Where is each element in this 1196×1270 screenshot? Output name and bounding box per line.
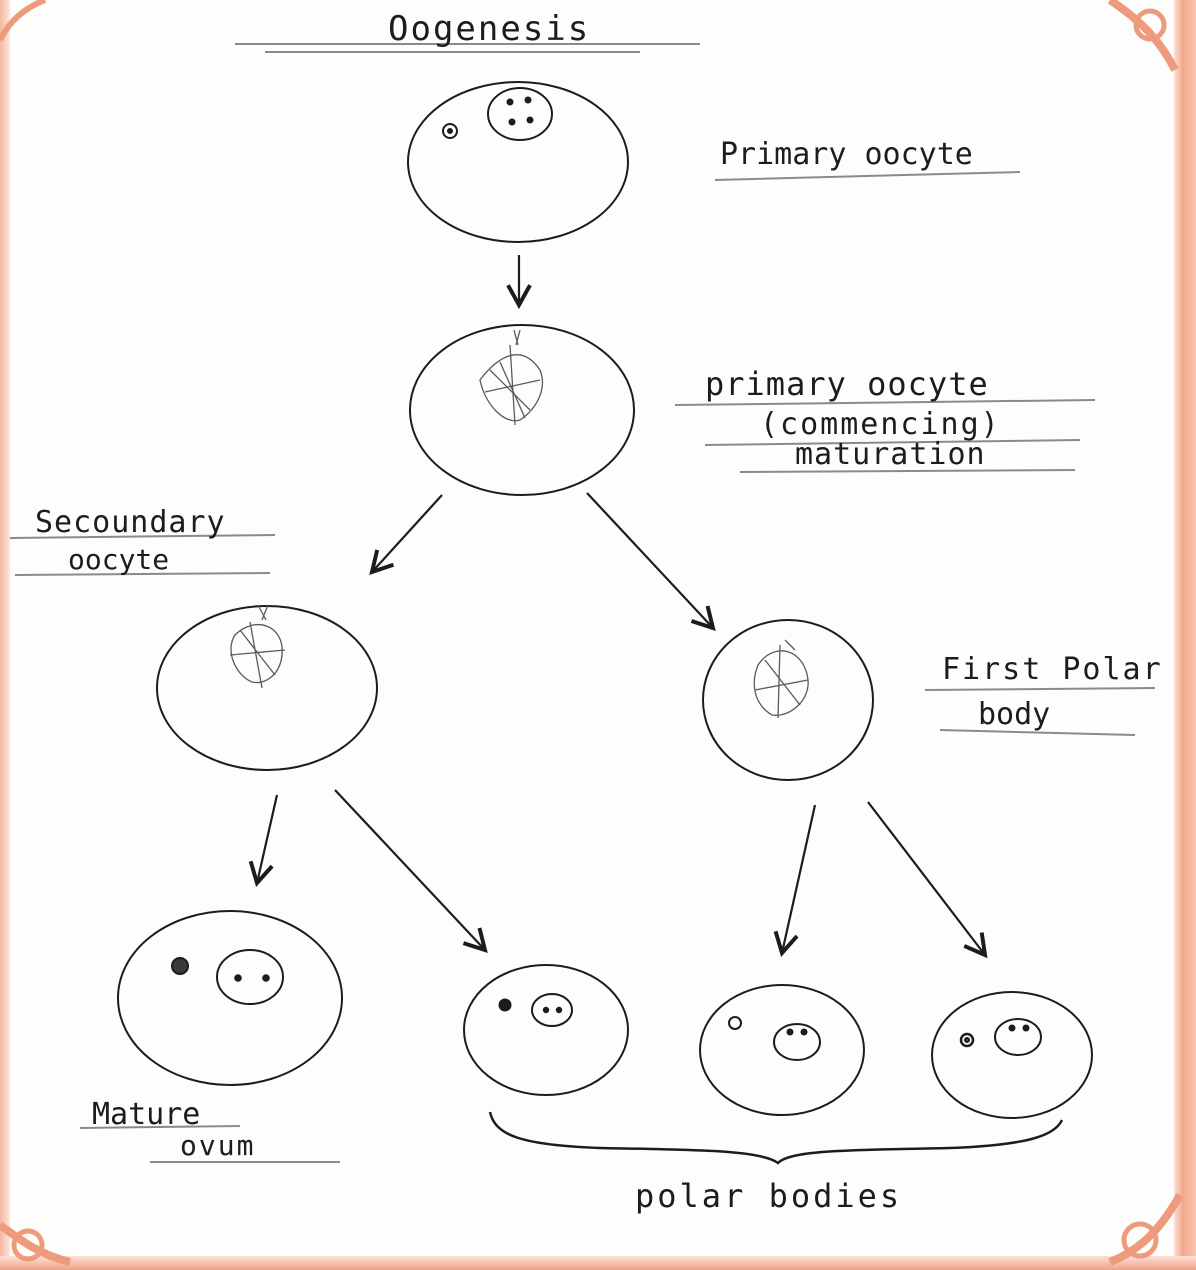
arrow-to-polar-body-2	[773, 804, 817, 957]
mature-ovum-underlines	[79, 1125, 340, 1163]
first-polar-body-underlines	[924, 687, 1156, 736]
primary-oocyte-cell	[407, 81, 629, 243]
corner-ornament-bottom-left	[0, 1221, 71, 1266]
polar-body-1	[463, 964, 629, 1096]
label-first-polar-body-line-2: body	[978, 697, 1051, 732]
secondary-oocyte-underlines	[9, 534, 276, 576]
label-mature-ovum-line-2: ovum	[180, 1129, 256, 1162]
secondary-oocyte-cell	[156, 605, 378, 771]
label-mature-ovum-line-1: Mature	[92, 1097, 201, 1132]
label-primary-oocyte: Primary oocyte	[720, 137, 973, 172]
arrow-to-secondary-oocyte	[369, 494, 443, 576]
arrow-to-first-polar-body	[586, 492, 716, 631]
maturing-oocyte-spindle	[479, 329, 544, 426]
corner-ornament-bottom-right	[1108, 1193, 1184, 1266]
maturing-oocyte-cell	[409, 324, 635, 496]
arrow-to-mature-ovum	[248, 794, 279, 887]
polar-body-3	[931, 991, 1093, 1119]
page-border-bottom	[0, 1256, 1196, 1270]
arrow-to-polar-body-3	[867, 801, 988, 959]
title-underline	[235, 43, 700, 53]
label-maturation-line-3: maturation	[795, 437, 986, 472]
label-first-polar-body-line-1: First Polar	[942, 652, 1163, 687]
label-maturation-line-1: primary oocyte	[705, 365, 989, 403]
first-polar-body-spindle	[753, 639, 809, 719]
primary-oocyte-underline	[714, 171, 1021, 181]
label-polar-bodies: polar bodies	[635, 1177, 903, 1215]
polar-body-2	[699, 984, 865, 1116]
primary-oocyte-nucleolus	[442, 123, 458, 139]
primary-oocyte-nucleus	[487, 87, 553, 141]
polar-bodies-brace	[488, 1111, 1064, 1165]
page-border-right	[1174, 0, 1196, 1270]
page-border-left	[0, 0, 10, 1270]
mature-ovum-cell	[117, 910, 343, 1086]
secondary-oocyte-spindle	[229, 604, 286, 689]
label-maturation-line-2: (commencing)	[760, 407, 1001, 442]
mature-ovum-nucleus	[216, 949, 284, 1005]
maturation-label-underlines	[674, 399, 1096, 473]
label-secondary-oocyte-line-1: Secoundary	[35, 505, 226, 540]
first-polar-body-cell	[702, 619, 874, 781]
label-secondary-oocyte-line-2: oocyte	[68, 543, 170, 576]
diagram-title: Oogenesis	[388, 9, 591, 49]
corner-ornament-top-right	[1107, 0, 1179, 72]
arrow-to-polar-body-1	[334, 789, 488, 953]
corner-ornament-top-left	[0, 0, 47, 42]
